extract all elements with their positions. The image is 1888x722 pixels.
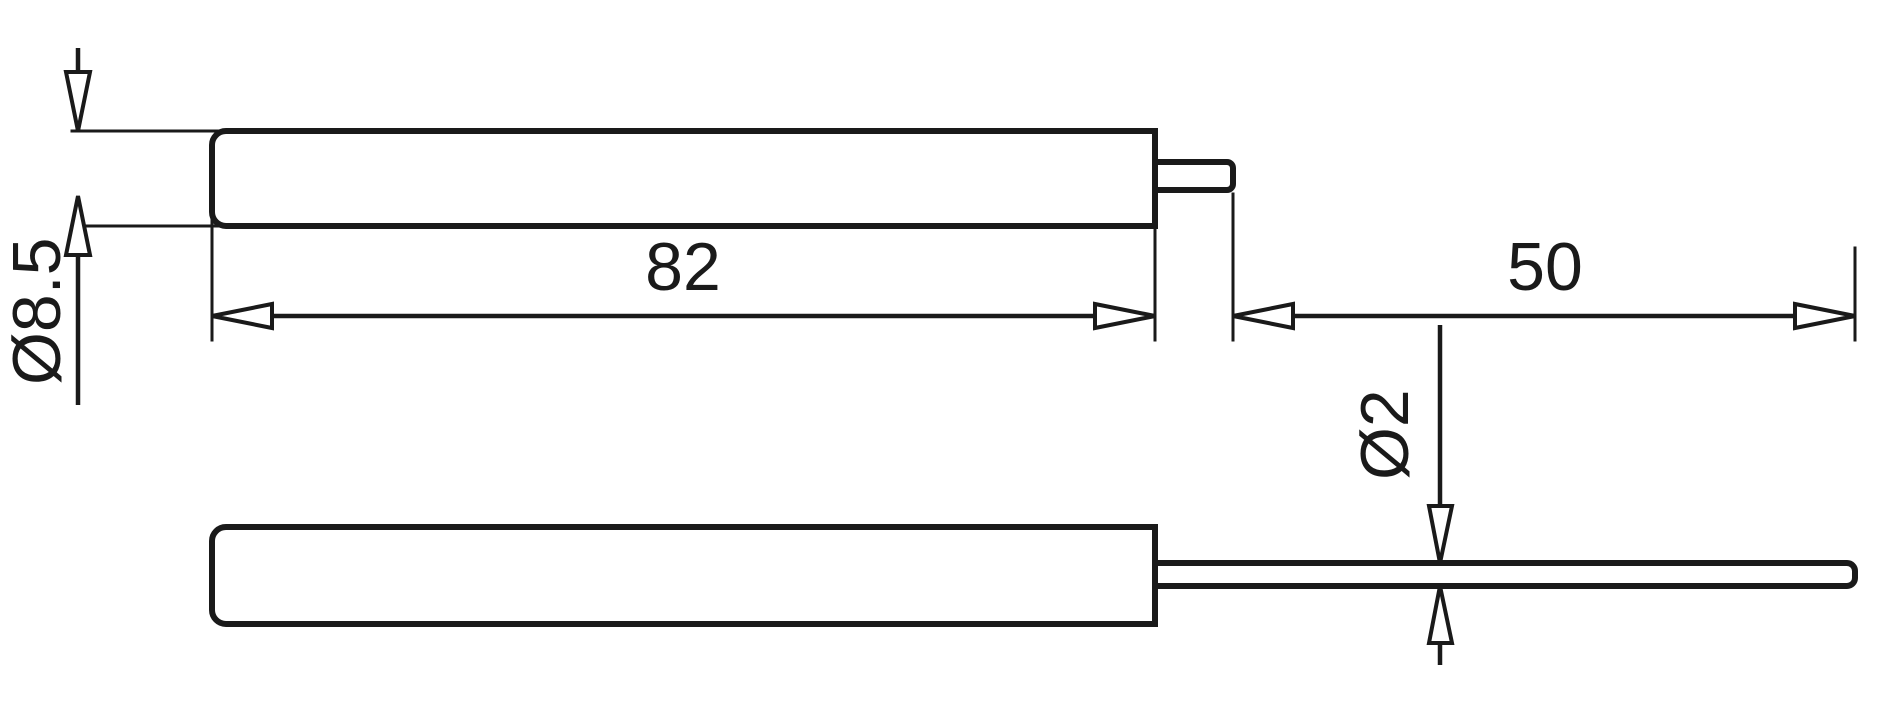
arrow-d85-top	[63, 70, 93, 132]
dimension-label-82: 82	[645, 229, 721, 305]
upper-pin-outline	[1152, 159, 1236, 193]
lower-view-group	[209, 524, 1858, 627]
arrow-50-right	[1793, 301, 1856, 331]
dimension-label-50: 50	[1507, 229, 1583, 305]
dimension-label-diameter-8p5: Ø8.5	[0, 238, 75, 385]
arrow-82-left	[211, 301, 274, 331]
dimension-label-diameter-2: Ø2	[1347, 389, 1423, 480]
upper-view-group	[209, 128, 1236, 229]
arrow-d2-bottom	[1426, 585, 1455, 645]
dimension-length-50	[1231, 192, 1857, 342]
lower-wire-outline	[1152, 560, 1858, 589]
upper-body-outline	[209, 128, 1158, 229]
arrow-82-right	[1093, 301, 1156, 331]
dimension-diameter-2	[1426, 325, 1455, 665]
dimension-length-82	[210, 188, 1157, 342]
arrow-d2-top	[1426, 504, 1455, 564]
lower-body-outline	[209, 524, 1158, 627]
arrow-50-left	[1232, 301, 1295, 331]
arrow-d85-bottom	[63, 195, 93, 257]
dimension-diameter-8p5	[63, 48, 362, 405]
